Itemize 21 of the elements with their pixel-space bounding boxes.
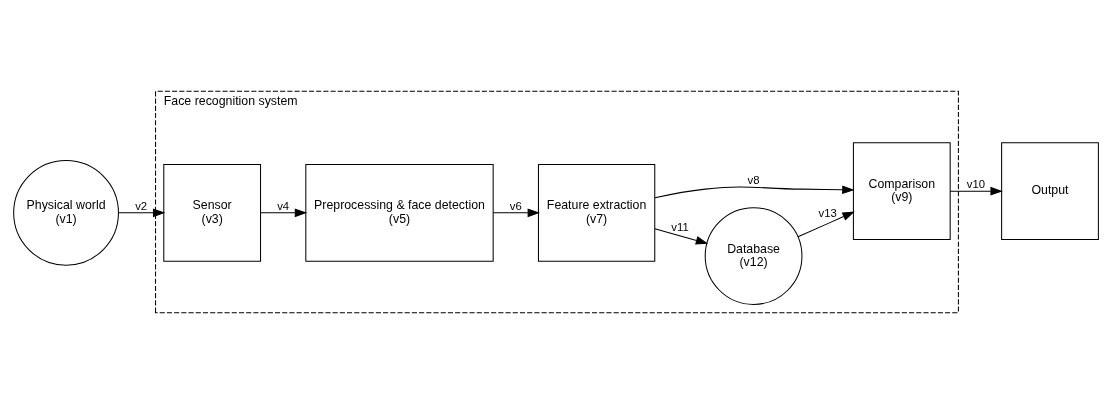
edge-label: v13 (818, 206, 837, 219)
edge-label: v10 (966, 177, 986, 190)
node-box: Feature extraction (v7) (537, 163, 656, 262)
arrow (118, 208, 166, 217)
node-circle: Database (v12) (704, 206, 803, 305)
node-box: Output (1001, 141, 1099, 240)
arrow (654, 227, 709, 244)
arrow (260, 208, 308, 217)
node-circle: Physical world (v1) (13, 159, 119, 266)
node-box: Preprocessing & face detection (v5) (305, 163, 494, 262)
arrow (949, 186, 1003, 195)
edge-label: v11 (671, 220, 689, 233)
arrow (797, 211, 855, 237)
node-box: Sensor (v3) (163, 163, 262, 262)
edge-label: v6 (509, 199, 522, 212)
edge-label: v8 (747, 173, 760, 186)
arrow (654, 184, 855, 198)
edge-label: v4 (277, 199, 290, 212)
node-box: Comparison (v9) (852, 141, 951, 240)
arrow (492, 208, 540, 217)
edge-label: v2 (135, 199, 148, 212)
